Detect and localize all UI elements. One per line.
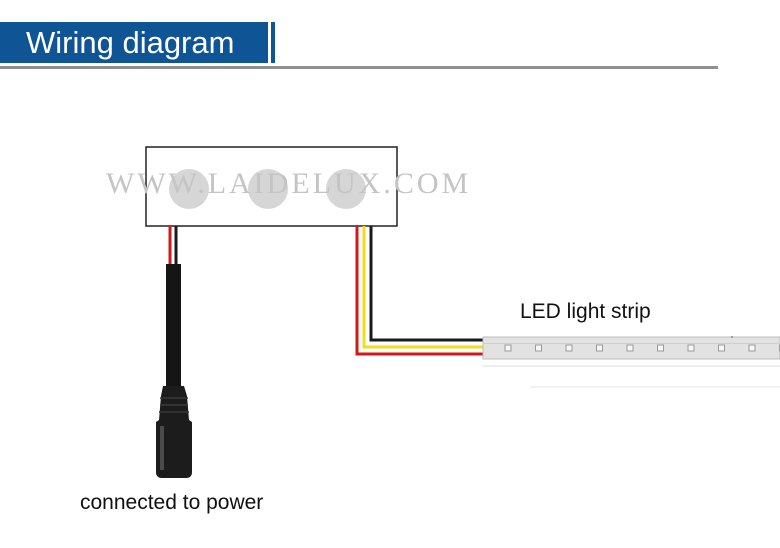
power-label: connected to power: [80, 491, 264, 514]
led-chip: [687, 344, 695, 352]
led-strip-label: LED light strip: [520, 300, 651, 323]
dc-jack-connector: [156, 386, 192, 478]
header-accent-tick: [271, 22, 275, 63]
controller-button-1: [169, 169, 209, 209]
controller-button-2: [248, 169, 288, 209]
controller-button-3: [326, 169, 366, 209]
output-wire-black: [369, 226, 486, 342]
led-chip: [657, 344, 664, 352]
led-chip: [596, 344, 603, 352]
header-divider: [0, 66, 718, 69]
power-cable: [166, 264, 181, 388]
led-chip: [718, 344, 725, 352]
led-chip: [565, 344, 573, 352]
watermark-text: WWW.LAIDELUX.COM: [106, 167, 472, 200]
led-chip: [504, 344, 512, 352]
header-band: [0, 22, 268, 63]
output-wire-yellow: [362, 226, 486, 349]
output-wire-red: [355, 226, 486, 356]
led-chip: [535, 344, 542, 352]
page-title: Wiring diagram: [26, 25, 235, 60]
led-chip: [748, 344, 756, 352]
led-chip: [626, 344, 634, 352]
